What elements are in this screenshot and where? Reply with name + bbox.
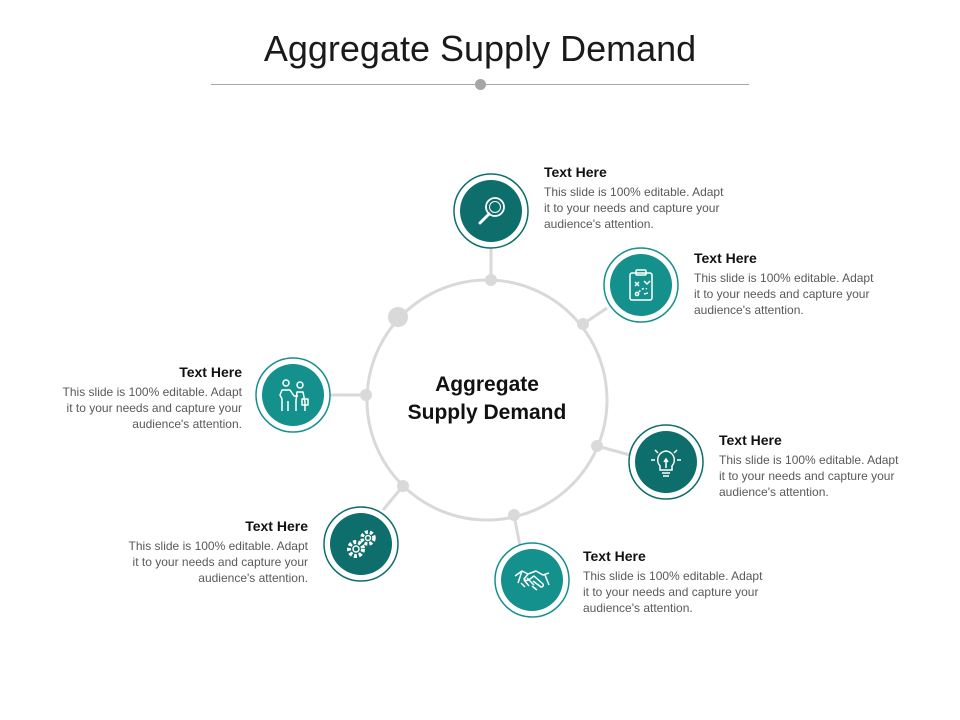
connector-dot-5 [397,480,409,492]
item-3: Text Here This slide is 100% editable. A… [719,432,924,500]
item-description-line: audience's attention. [132,417,242,431]
item-description-line: This slide is 100% editable. Adapt [62,385,242,399]
node-2 [603,247,679,323]
item-4: Text Here This slide is 100% editable. A… [583,548,788,616]
node-3 [628,424,704,500]
item-description-line: audience's attention. [198,571,308,585]
item-description-line: it to your needs and capture your [694,287,870,301]
item-heading: Text Here [245,518,308,534]
item-5: Text Here This slide is 100% editable. A… [103,518,308,586]
item-description-line: it to your needs and capture your [719,469,895,483]
item-description: This slide is 100% editable. Adapt it to… [583,568,788,616]
connector-dot-4 [508,509,520,521]
item-description-line: audience's attention. [544,217,654,231]
business-people-icon [279,379,309,411]
item-description-line: audience's attention. [719,485,829,499]
item-description-line: it to your needs and capture your [583,585,759,599]
item-heading: Text Here [544,164,607,180]
item-6: Text Here This slide is 100% editable. A… [37,364,242,432]
node-6 [255,357,331,433]
center-label-line1: Aggregate [435,373,539,396]
item-description: This slide is 100% editable. Adapt it to… [694,270,899,318]
item-description-line: it to your needs and capture your [66,401,242,415]
lightbulb-icon [651,449,681,477]
clipboard-strategy-icon [629,269,653,301]
item-heading: Text Here [694,250,757,266]
item-2: Text Here This slide is 100% editable. A… [694,250,899,318]
item-description-line: This slide is 100% editable. Adapt [583,569,763,583]
item-description-line: This slide is 100% editable. Adapt [719,453,899,467]
node-5 [323,506,399,582]
connector-dots [360,274,603,521]
item-description: This slide is 100% editable. Adapt it to… [544,184,749,232]
connector-dot-1 [485,274,497,286]
item-description-line: audience's attention. [694,303,804,317]
item-heading: Text Here [583,548,646,564]
item-description-line: This slide is 100% editable. Adapt [128,539,308,553]
connector-dot-2 [577,318,589,330]
connector-dot-6 [360,389,372,401]
node-4 [494,542,570,618]
item-description-line: it to your needs and capture your [544,201,720,215]
center-label-line2: Supply Demand [407,401,567,424]
item-heading: Text Here [179,364,242,380]
item-description: This slide is 100% editable. Adapt it to… [719,452,924,500]
item-description-line: This slide is 100% editable. Adapt [544,185,724,199]
item-description-line: This slide is 100% editable. Adapt [694,271,874,285]
item-description-line: audience's attention. [583,601,693,615]
ring-accent-dot [388,307,408,327]
slide-title: Aggregate Supply Demand [263,28,697,69]
node-1 [453,173,529,249]
center-label: Aggregate Supply Demand [377,371,597,427]
connector-dot-3 [591,440,603,452]
item-1: Text Here This slide is 100% editable. A… [544,164,749,232]
handshake-icon [514,570,550,591]
item-description-line: it to your needs and capture your [132,555,308,569]
magnifier-icon [478,197,505,225]
item-description: This slide is 100% editable. Adapt it to… [37,384,242,432]
item-heading: Text Here [719,432,782,448]
item-description: This slide is 100% editable. Adapt it to… [103,538,308,586]
gears-icon [347,530,376,558]
title-divider-dot [475,79,486,90]
